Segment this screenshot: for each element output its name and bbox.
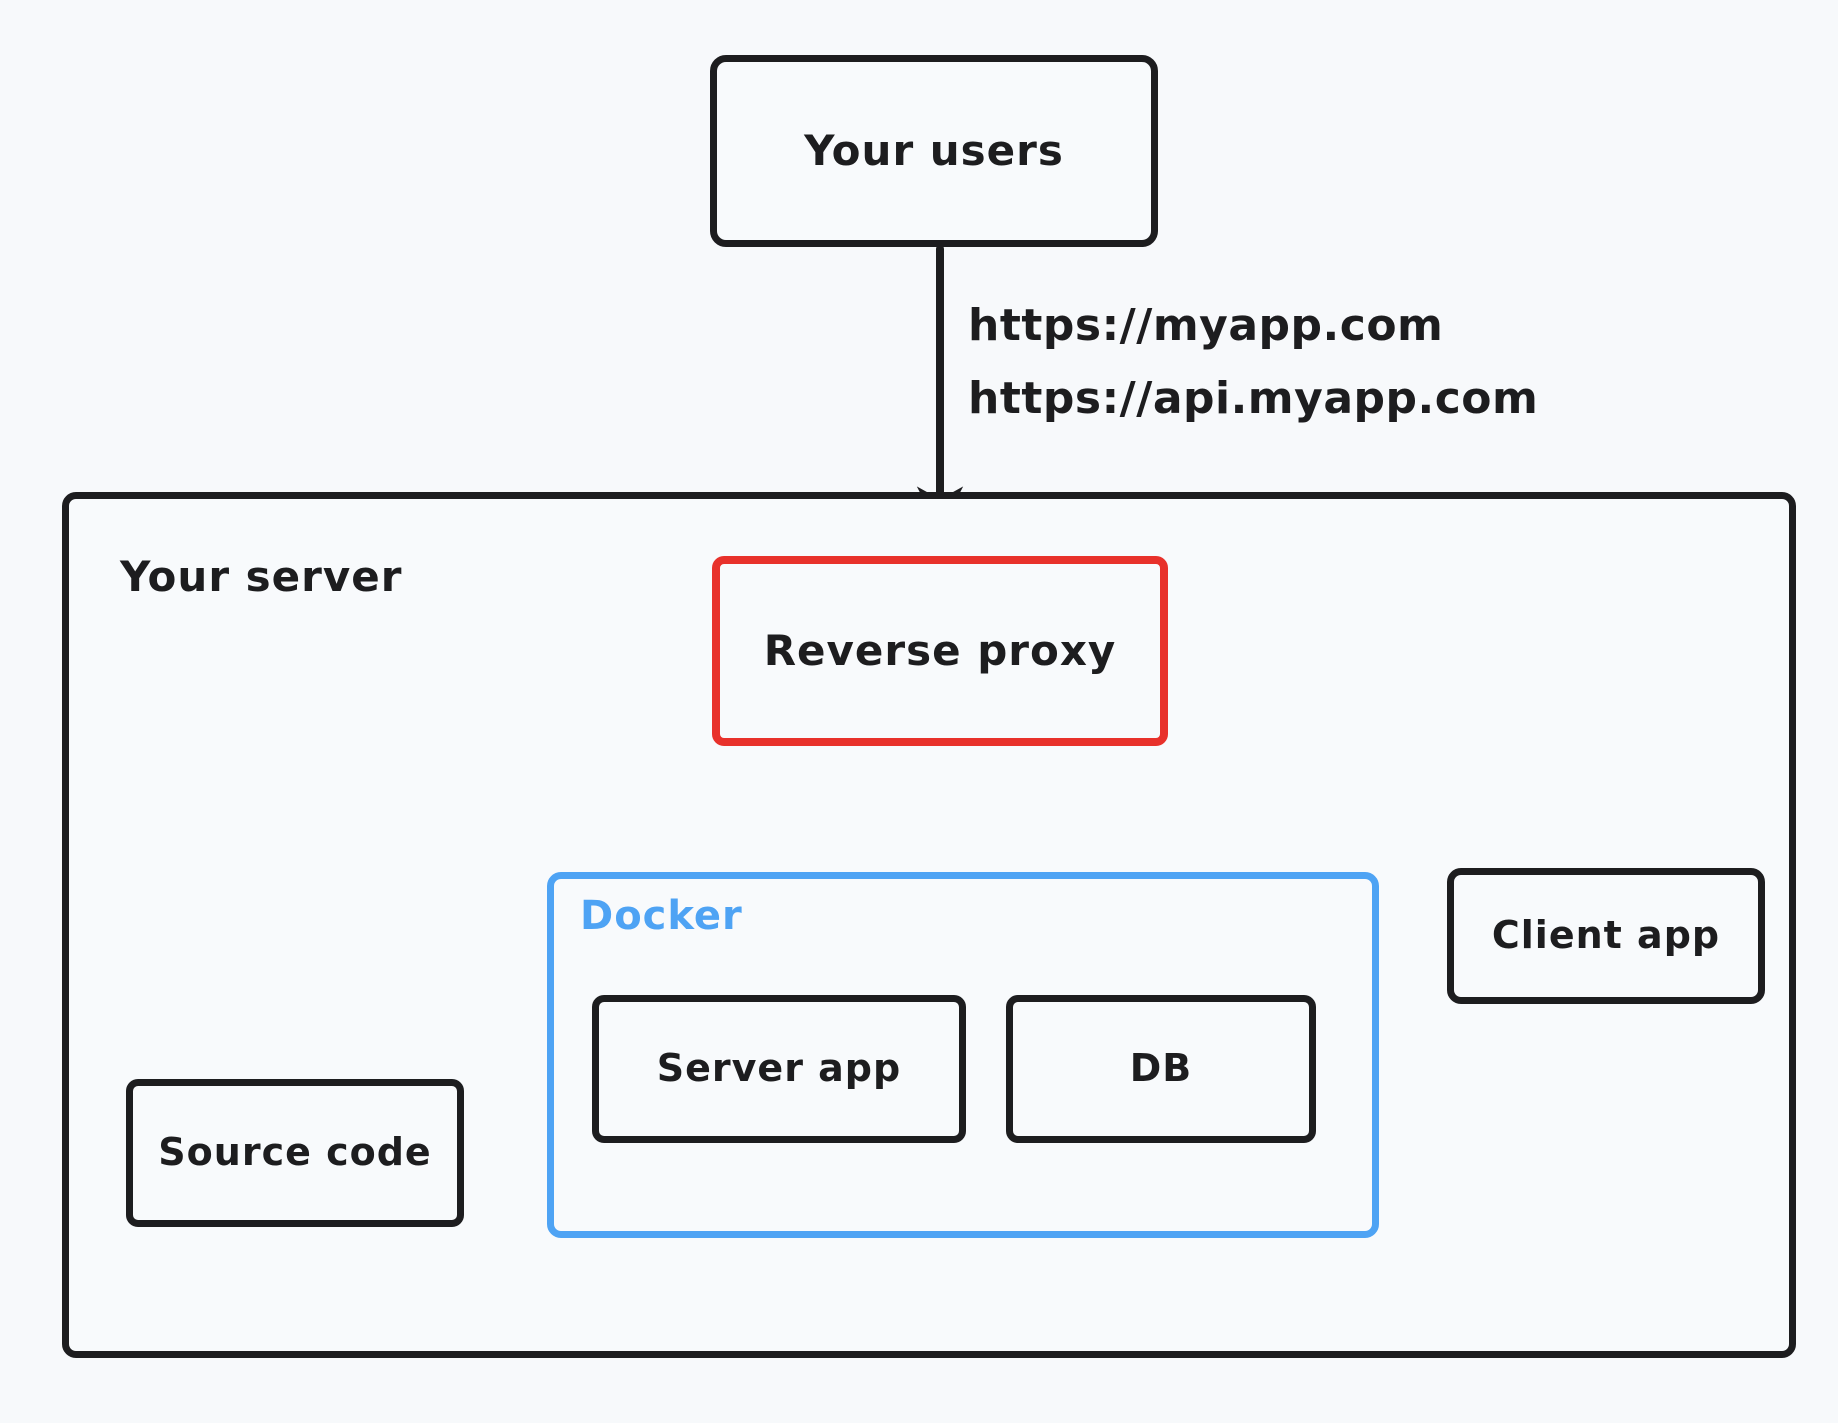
docker-boundary-label: Docker <box>580 893 743 939</box>
node-source-code[interactable]: Source code <box>126 1079 464 1227</box>
node-server-app-label: Server app <box>656 1046 902 1091</box>
node-client-app-label: Client app <box>1491 913 1721 958</box>
node-reverse-proxy[interactable]: Reverse proxy <box>712 556 1168 746</box>
server-boundary-label: Your server <box>120 552 403 601</box>
url-api: https://api.myapp.com <box>968 373 1539 424</box>
node-source-code-label: Source code <box>158 1130 432 1175</box>
docker-boundary-box <box>547 872 1379 1238</box>
node-your-users[interactable]: Your users <box>710 55 1158 247</box>
node-client-app[interactable]: Client app <box>1447 868 1765 1004</box>
node-db[interactable]: DB <box>1006 995 1316 1143</box>
url-annotations: https://myapp.com https://api.myapp.com <box>968 300 1538 424</box>
node-reverse-proxy-label: Reverse proxy <box>763 625 1117 675</box>
node-db-label: DB <box>1129 1046 1193 1091</box>
url-app: https://myapp.com <box>968 300 1444 351</box>
node-server-app[interactable]: Server app <box>592 995 966 1143</box>
node-your-users-label: Your users <box>804 125 1064 175</box>
